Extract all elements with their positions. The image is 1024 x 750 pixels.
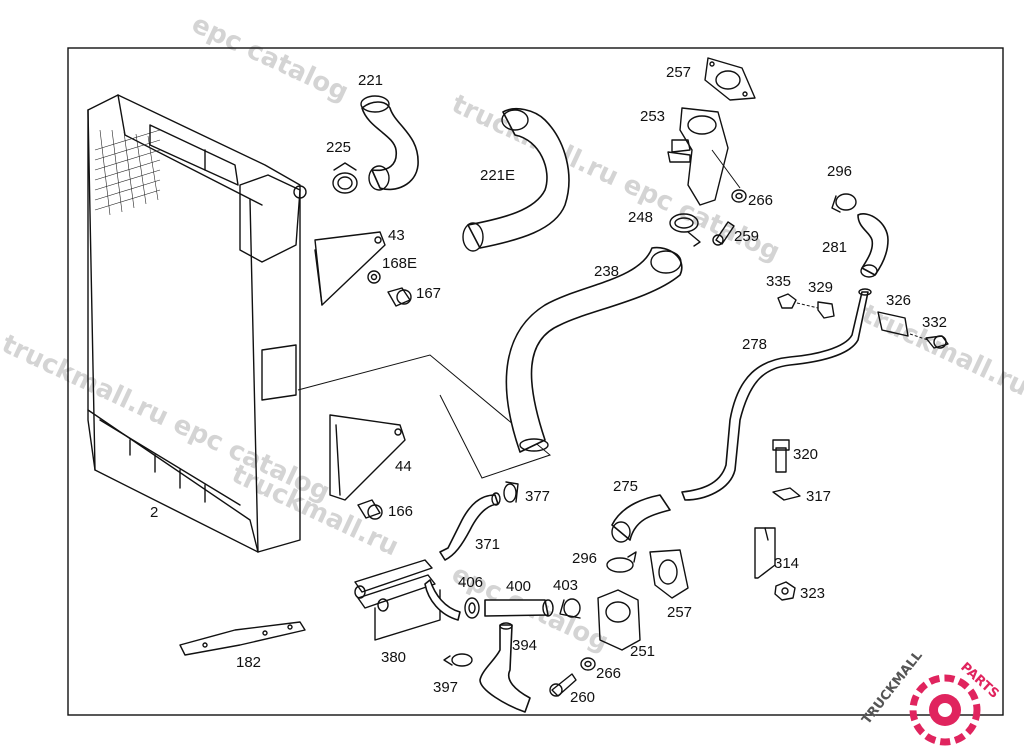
clamp-part-403 (559, 598, 581, 619)
hose-part-281 (857, 213, 889, 278)
hose-part-221 (360, 95, 419, 191)
pipe-assembly-part-380 (354, 559, 461, 641)
logo-gear-icon (909, 674, 981, 746)
label-43: 43 (388, 227, 405, 244)
label-323: 323 (800, 585, 825, 602)
hose-part-371 (439, 492, 501, 561)
plate-part-182 (179, 621, 306, 656)
pipe-part-278 (681, 288, 872, 501)
label-166: 166 (388, 503, 413, 520)
clip-part-317 (772, 487, 801, 501)
bracket-part-43 (314, 231, 386, 306)
hose-part-394 (479, 622, 531, 713)
label-296-top: 296 (827, 163, 852, 180)
clamp-part-377 (503, 481, 519, 503)
label-266-top: 266 (748, 192, 773, 209)
label-329: 329 (808, 279, 833, 296)
nut-part-323 (774, 581, 796, 601)
truckmall-parts-logo: TRUCKMALL PARTS (859, 648, 1002, 746)
label-296-bottom: 296 (572, 550, 597, 567)
bolt-part-259 (712, 221, 735, 246)
label-253: 253 (640, 108, 665, 125)
label-182: 182 (236, 654, 261, 671)
washer-part-266-top (731, 189, 747, 203)
washer-part-168e (367, 270, 381, 284)
label-275: 275 (613, 478, 638, 495)
bolt-part-260 (549, 673, 577, 697)
label-394: 394 (512, 637, 537, 654)
hose-part-400 (484, 599, 554, 617)
label-257-top: 257 (666, 64, 691, 81)
label-281: 281 (822, 239, 847, 256)
diagram-frame (67, 47, 1004, 716)
hose-part-275 (611, 494, 671, 543)
bracket-part-314 (754, 527, 776, 579)
label-314: 314 (774, 555, 799, 572)
label-377: 377 (525, 488, 550, 505)
clip-part-329 (817, 301, 835, 319)
label-266-bottom: 266 (596, 665, 621, 682)
clamp-part-406 (464, 597, 480, 619)
clamp-part-397 (443, 653, 473, 667)
gasket-part-257-top (704, 57, 756, 101)
bracket-part-326 (877, 311, 909, 337)
label-260: 260 (570, 689, 595, 706)
label-221: 221 (358, 72, 383, 89)
label-257-bottom: 257 (667, 604, 692, 621)
nut-part-335 (777, 293, 797, 309)
label-380: 380 (381, 649, 406, 666)
label-168e: 168E (382, 255, 417, 272)
label-400: 400 (506, 578, 531, 595)
bracket-part-44 (329, 414, 406, 501)
hose-part-221e (462, 108, 570, 252)
watermark-top: epc catalog (187, 9, 353, 108)
label-221e: 221E (480, 167, 515, 184)
label-167: 167 (416, 285, 441, 302)
bolt-part-166 (357, 499, 383, 520)
label-317: 317 (806, 488, 831, 505)
bolt-part-167 (387, 287, 412, 307)
label-259: 259 (734, 228, 759, 245)
label-44: 44 (395, 458, 412, 475)
clamp-part-296-top (831, 193, 857, 213)
label-326: 326 (886, 292, 911, 309)
label-251: 251 (630, 643, 655, 660)
label-225: 225 (326, 139, 351, 156)
label-320: 320 (793, 446, 818, 463)
housing-part-251 (597, 589, 641, 651)
label-2: 2 (150, 504, 158, 521)
hose-part-238 (505, 246, 683, 453)
clamp-part-248 (669, 213, 701, 247)
label-403: 403 (553, 577, 578, 594)
washer-part-266-bottom (580, 657, 596, 671)
watermark-group: epc catalog truckmall.ru epc catalog tru… (0, 9, 1024, 658)
elbow-part-253 (667, 107, 729, 206)
clamp-part-296-bottom (606, 551, 637, 573)
label-238: 238 (594, 263, 619, 280)
radiator-part-2 (87, 94, 307, 553)
label-371: 371 (475, 536, 500, 553)
label-332: 332 (922, 314, 947, 331)
gasket-part-257-bottom (649, 549, 689, 599)
label-278: 278 (742, 336, 767, 353)
clamp-part-225 (332, 162, 358, 194)
label-248: 248 (628, 209, 653, 226)
label-397: 397 (433, 679, 458, 696)
label-335: 335 (766, 273, 791, 290)
label-406: 406 (458, 574, 483, 591)
bolt-part-320 (772, 439, 790, 473)
bolt-part-332 (925, 335, 949, 349)
